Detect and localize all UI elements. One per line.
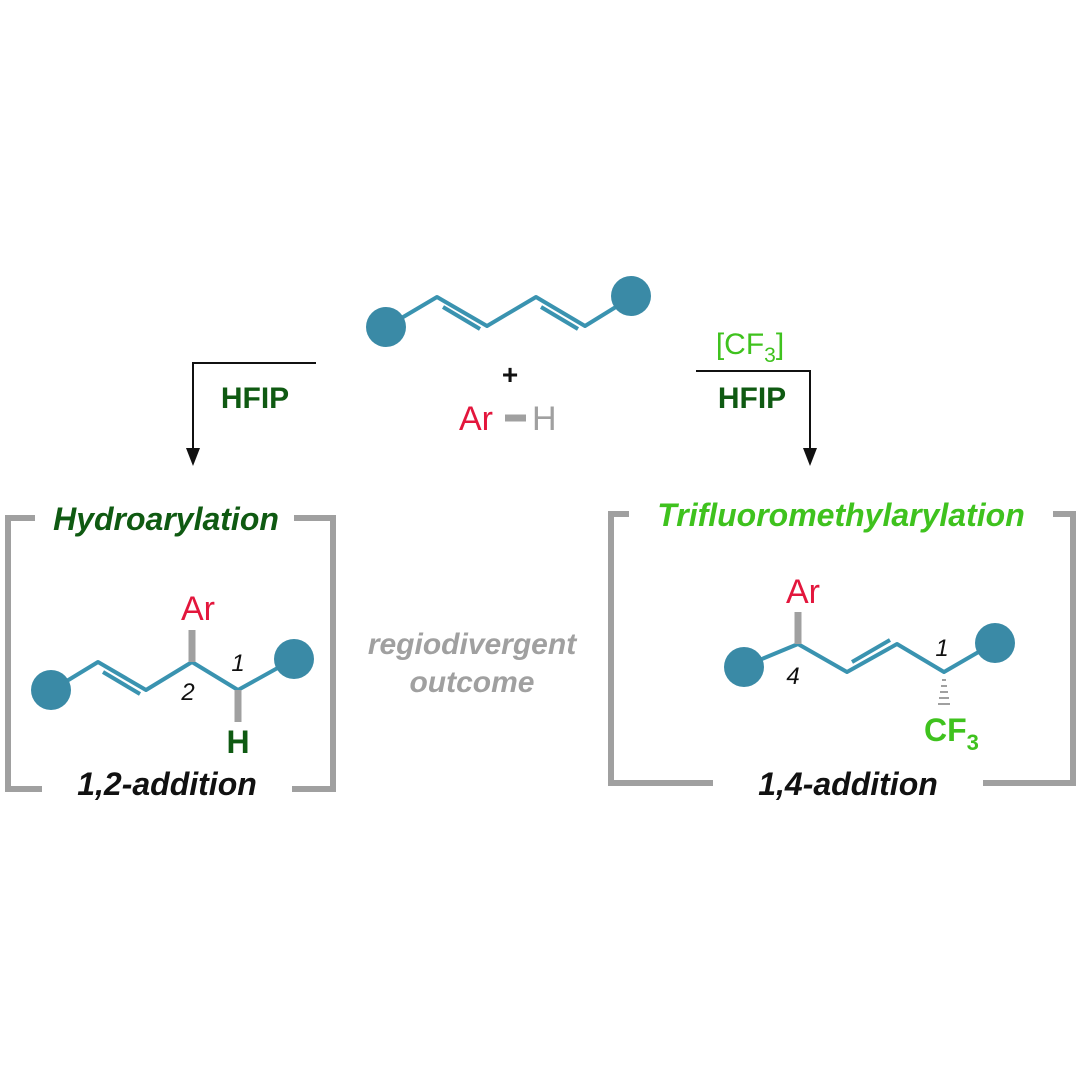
right-position-1: 1 bbox=[935, 635, 948, 662]
right-reagent-hfip: HFIP bbox=[718, 382, 786, 415]
regiodivergent-label: regiodivergent bbox=[368, 628, 578, 661]
left-product-ar-label: Ar bbox=[181, 590, 215, 628]
left-product-chain bbox=[50, 658, 293, 692]
trifluoromethylarylation-title: Trifluoromethylarylation bbox=[657, 497, 1024, 533]
diene-double-bond-1 bbox=[441, 305, 482, 331]
left-product-double-bond bbox=[101, 670, 142, 696]
outcome-label: outcome bbox=[409, 666, 534, 699]
right-arrow-line bbox=[696, 370, 811, 450]
right-product-cf3-label: CF3 bbox=[924, 712, 979, 755]
right-hashed-bond bbox=[938, 679, 950, 705]
right-bracket-right bbox=[983, 511, 1076, 786]
right-product-box: Trifluoromethylarylation 1,4-addition Ar… bbox=[608, 497, 1076, 802]
right-reaction-arrow: [CF3] HFIP bbox=[696, 328, 817, 466]
right-arrow-head bbox=[803, 448, 817, 466]
right-position-4: 4 bbox=[786, 663, 799, 690]
left-product-box: Hydroarylation 1,2-addition Ar H 1 2 bbox=[5, 501, 336, 802]
diene-chain bbox=[386, 295, 634, 328]
right-product-double-bond bbox=[850, 638, 892, 664]
left-reaction-arrow: HFIP bbox=[186, 362, 316, 466]
left-arrow-head bbox=[186, 448, 200, 466]
right-product-ar-label: Ar bbox=[786, 573, 820, 611]
diene-double-bond-2 bbox=[539, 305, 580, 331]
arene-ar-label: Ar bbox=[459, 400, 493, 438]
left-position-2: 2 bbox=[180, 679, 194, 706]
hydroarylation-title: Hydroarylation bbox=[53, 501, 279, 537]
left-product-ball-left bbox=[31, 670, 71, 710]
left-addition-caption: 1,2-addition bbox=[77, 766, 257, 802]
left-arrow-line bbox=[192, 362, 316, 450]
left-reagent-hfip: HFIP bbox=[221, 382, 289, 415]
plus-sign: + bbox=[502, 359, 518, 390]
right-bracket-left bbox=[608, 511, 713, 786]
left-bracket-left bbox=[5, 515, 42, 792]
left-product-ball-right bbox=[274, 639, 314, 679]
right-addition-caption: 1,4-addition bbox=[758, 766, 938, 802]
right-reagent-cf3: [CF3] bbox=[716, 328, 784, 367]
right-product-ball-left bbox=[724, 647, 764, 687]
substituent-ball-left bbox=[366, 307, 406, 347]
arene-h-label: H bbox=[532, 400, 557, 438]
left-bracket-right bbox=[292, 515, 336, 792]
substituent-ball-right bbox=[611, 276, 651, 316]
diene-reactant bbox=[366, 276, 651, 347]
left-product-h-label: H bbox=[226, 724, 249, 760]
right-product-chain bbox=[744, 641, 996, 674]
left-position-1: 1 bbox=[231, 650, 244, 677]
right-product-ball-right bbox=[975, 623, 1015, 663]
